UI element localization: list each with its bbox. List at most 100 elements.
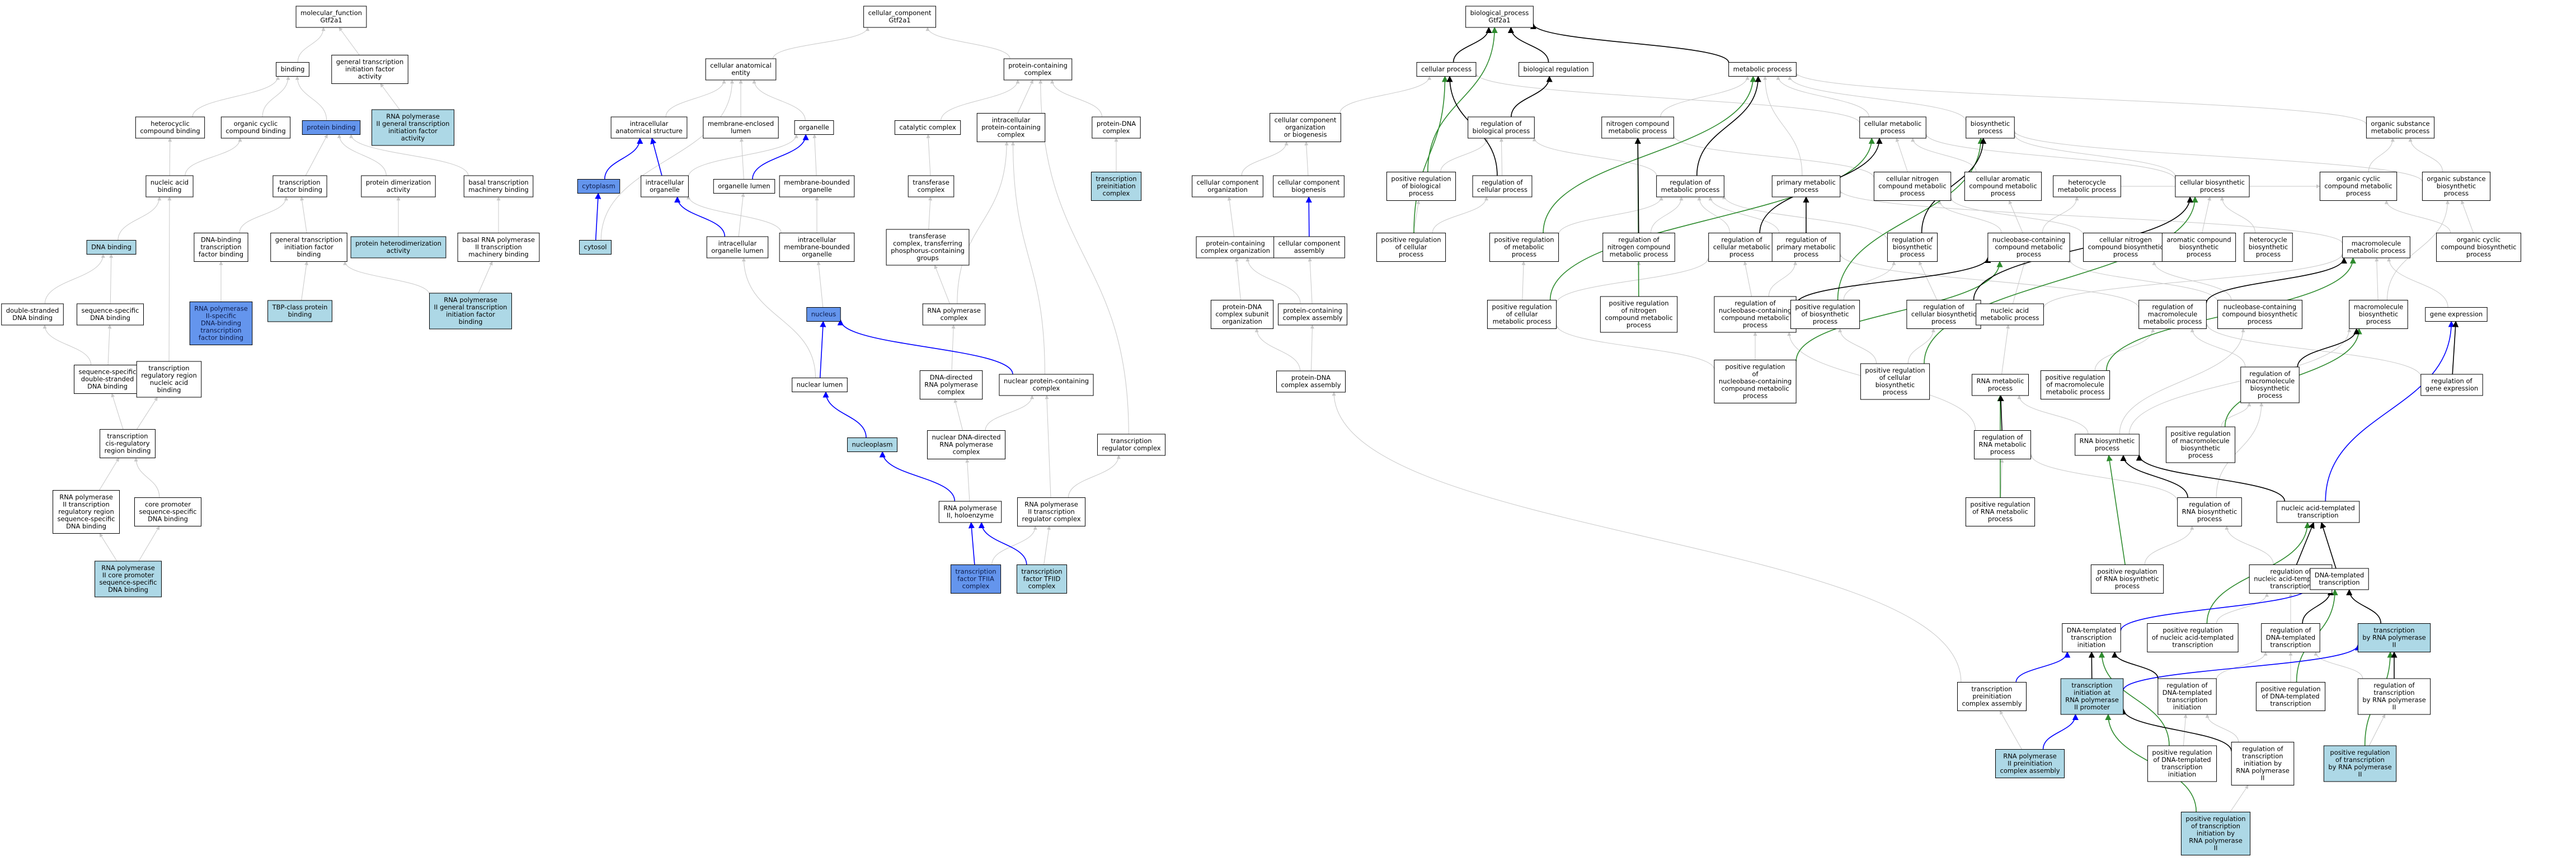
go-term-node[interactable]: nucleus (806, 307, 841, 322)
go-term-node[interactable]: gene expression (2425, 307, 2488, 322)
go-term-node[interactable]: metabolic process (1728, 62, 1797, 77)
go-term-node[interactable]: regulation ofmacromoleculebiosyntheticpr… (2240, 366, 2300, 403)
go-term-node[interactable]: organelle lumen (713, 179, 775, 194)
go-term-node[interactable]: regulation ofDNA-templatedtranscriptioni… (2157, 678, 2217, 715)
go-term-node[interactable]: DNA binding (86, 240, 137, 255)
go-term-node[interactable]: cytoplasm (577, 179, 621, 194)
go-term-node[interactable]: cellular process (1416, 62, 1477, 77)
go-term-node[interactable]: nuclear lumen (792, 378, 848, 392)
go-term-node[interactable]: catalytic complex (894, 120, 961, 135)
go-term-node[interactable]: protein binding (302, 120, 361, 135)
go-term-node[interactable]: regulation ofnucleobase-containingcompou… (1714, 296, 1797, 333)
go-term-node[interactable]: RNA polymeraseII-specificDNA-bindingtran… (189, 302, 253, 345)
